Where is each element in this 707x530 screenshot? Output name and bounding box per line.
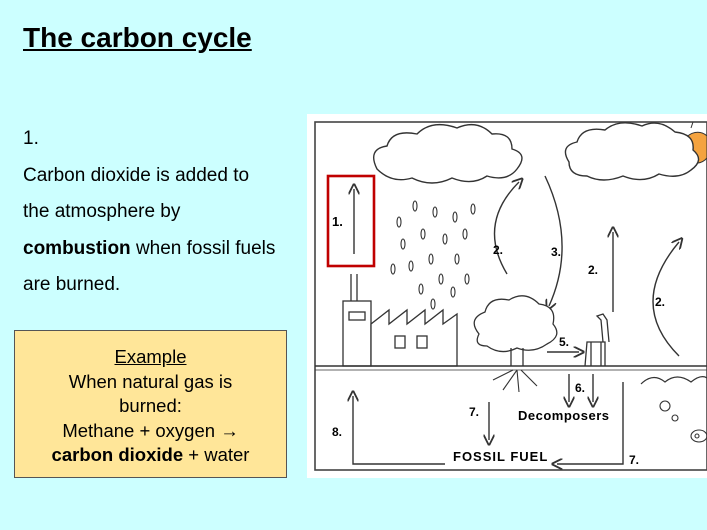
example-line-4: carbon dioxide + water [15,443,286,468]
step-line-2: the atmosphere by [23,201,181,222]
example-reactants: Methane + oxygen [62,419,221,441]
page-title: The carbon cycle [23,22,252,53]
arrow-2c-icon [652,242,679,357]
step-number: 1. [23,128,39,149]
label-arrow-6: 6. [575,381,585,395]
diagram-frame [314,121,707,471]
label-arrow-8: 8. [332,425,342,439]
example-product: carbon dioxide [51,444,184,465]
highlight-box [326,174,376,268]
diagram-canvas: 1. 2. 3. 2. 2. 5. [307,114,707,478]
arrow-3-icon [544,175,563,306]
example-line-3: Methane + oxygen → [15,419,286,444]
cloud-icon [564,122,700,181]
arrow-7b-icon [557,382,624,464]
sea-waves-icon [640,376,707,385]
label-decomposers: Decomposers [518,408,609,423]
example-heading: Example [114,346,187,367]
label-arrow-2b: 2. [588,263,598,277]
tree-icon [473,295,558,366]
label-arrow-3: 3. [551,245,561,259]
example-line-4-rest: + water [183,444,250,465]
step-line-1: Carbon dioxide is added to [23,164,250,186]
label-arrow-7b: 7. [629,453,639,467]
factory-icon [342,274,458,367]
example-line-2: burned: [119,395,182,416]
step-line-4: are burned. [23,274,121,295]
label-arrow-2a: 2. [493,243,503,257]
roots-icon [492,369,538,393]
example-box: Example When natural gas is burned: Meth… [14,330,287,478]
reaction-arrow-icon: → [220,419,239,441]
label-arrow-2c: 2. [655,295,665,309]
arrow-8-icon [353,396,445,465]
label-arrow-7a: 7. [469,405,479,419]
label-arrow-5: 5. [559,335,569,349]
label-fossil-fuel: FOSSIL FUEL [453,449,548,464]
label-arrow-1: 1. [332,214,343,229]
combustion-term: combustion [23,237,131,259]
example-line-1: When natural gas is [68,370,233,392]
carbon-cycle-diagram: 1. 2. 3. 2. 2. 5. [307,114,707,478]
sea-creatures-icon [659,400,707,443]
step-line-3: combustion when fossil fuels [23,231,308,268]
rain-icon [390,200,476,310]
rain-cloud-icon [373,123,523,184]
giraffe-icon [584,313,610,367]
step-line-3-rest: when fossil fuels [130,237,276,259]
step-description: 1. Carbon dioxide is added to the atmosp… [23,121,308,304]
arrow-2a-icon [493,182,520,275]
